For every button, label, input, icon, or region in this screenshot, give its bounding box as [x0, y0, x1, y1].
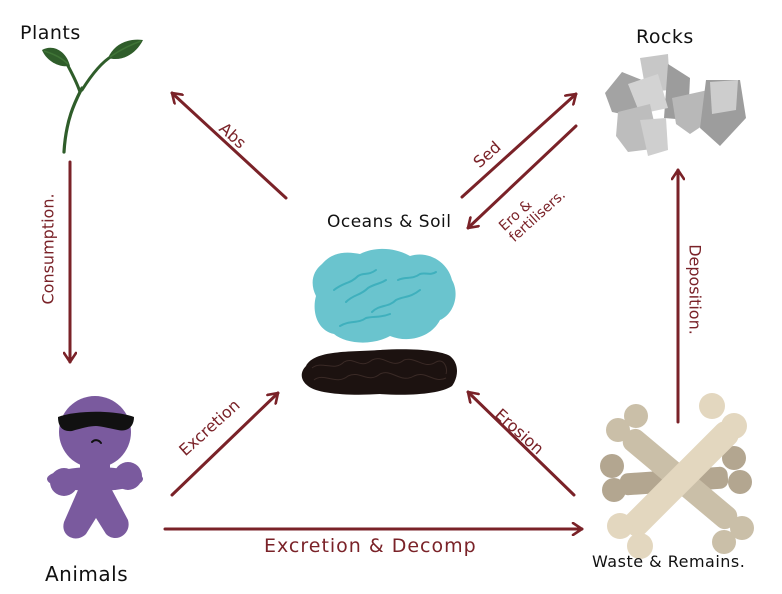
- crossbones-icon: [600, 393, 754, 559]
- arrow-abs: [170, 91, 288, 200]
- arrow-erosion: [466, 390, 576, 497]
- arrow-excretion: [170, 391, 280, 497]
- animals-label: Animals: [45, 562, 129, 586]
- oceans-soil-label: Oceans & Soil: [327, 212, 452, 232]
- arrows: [70, 91, 678, 529]
- sprout-icon: [42, 39, 143, 154]
- rocks-label: Rocks: [636, 26, 694, 48]
- arrow-sed: [460, 92, 578, 199]
- rocks-icon: [605, 54, 746, 156]
- ocean-soil-icon: [301, 248, 457, 395]
- plants-label: Plants: [20, 22, 81, 44]
- arrow-ero-fertilisers: [466, 124, 578, 230]
- consumption-edge-label: Consumption.: [38, 193, 58, 305]
- figure-icon: [47, 396, 143, 539]
- waste-remains-label: Waste & Remains.: [592, 552, 746, 571]
- deposition-edge-label: Deposition.: [685, 244, 705, 335]
- excretion-decomp-edge-label: Excretion & Decomp: [264, 535, 477, 557]
